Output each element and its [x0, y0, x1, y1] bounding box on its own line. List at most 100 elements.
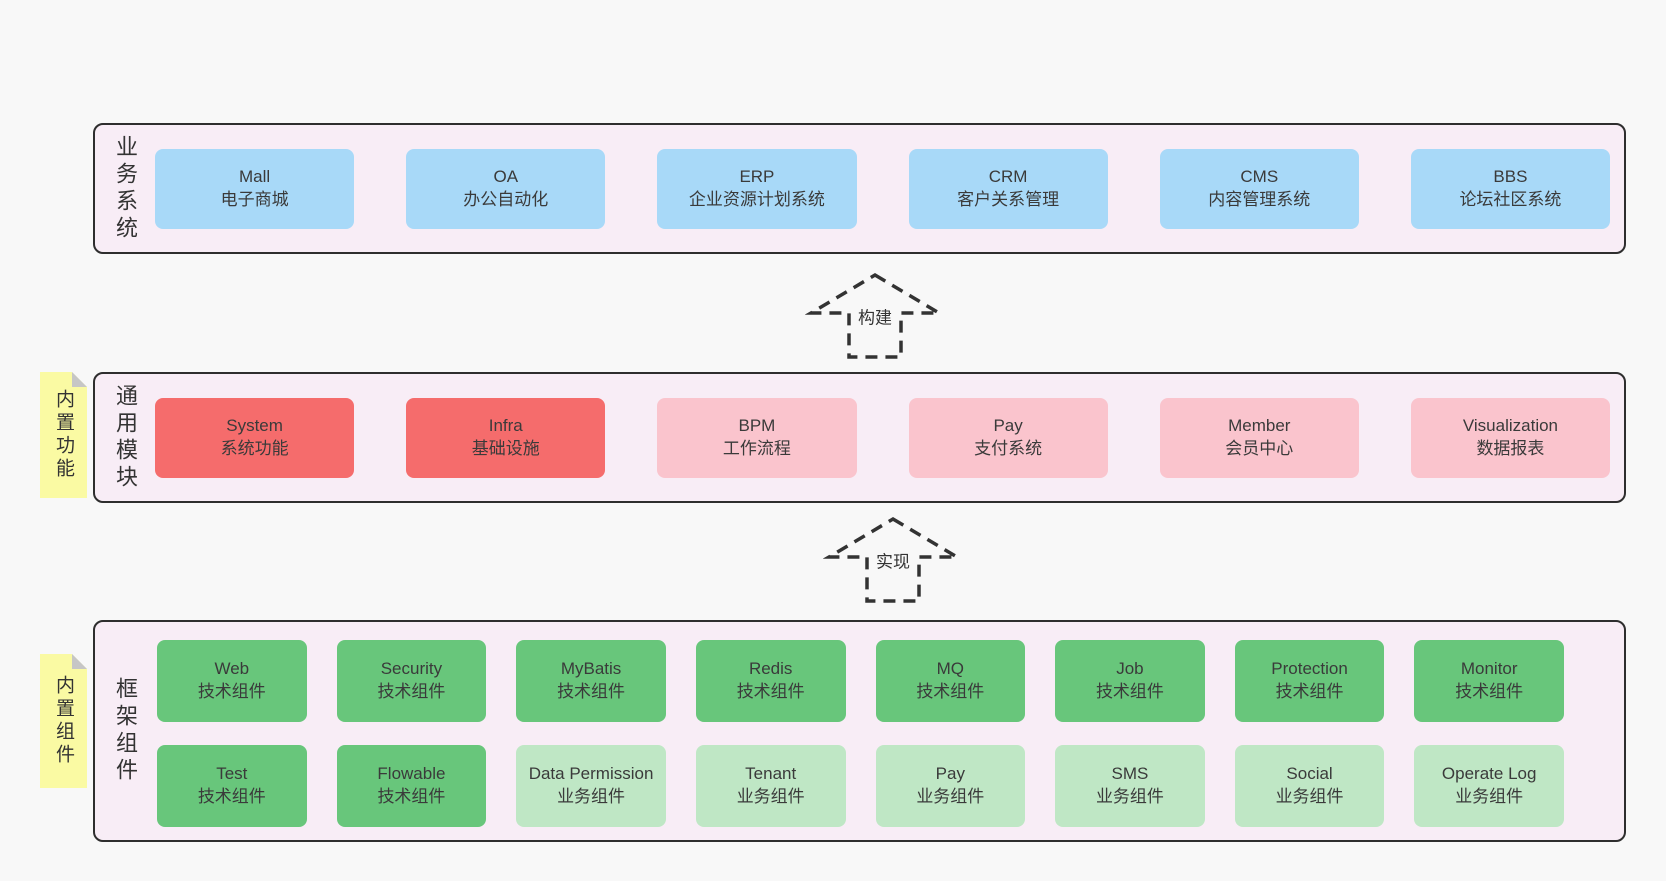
box-bpm: BPM 工作流程: [657, 397, 857, 478]
box-sms-zh: 业务组件: [1095, 787, 1164, 806]
box-erp-en: ERP: [739, 166, 775, 186]
box-mybatis-zh: 技术组件: [557, 682, 626, 701]
box-crm-zh: 客户关系管理: [957, 189, 1060, 209]
box-protection: Protection 技术组件: [1234, 640, 1385, 722]
box-bbs-zh: 论坛社区系统: [1459, 189, 1562, 209]
box-monitor: Monitor 技术组件: [1414, 640, 1564, 722]
box-protection-zh: 技术组件: [1275, 682, 1344, 701]
box-member-en: Member: [1228, 415, 1291, 435]
box-protection-en: Protection: [1271, 659, 1348, 679]
box-oa-en: OA: [493, 166, 519, 186]
box-sms-en: SMS: [1111, 764, 1149, 784]
box-redis-en: Redis: [748, 659, 793, 679]
box-bbs: BBS 论坛社区系统: [1410, 148, 1611, 229]
box-test-zh: 技术组件: [197, 787, 266, 806]
box-operate-log-en: Operate Log: [1441, 764, 1537, 784]
box-visualization-en: Visualization: [1462, 415, 1559, 435]
box-pay-module: Pay 支付系统: [908, 397, 1108, 478]
box-member-zh: 会员中心: [1225, 438, 1294, 458]
arrow-build-label: 构建: [855, 302, 895, 330]
box-tenant-zh: 业务组件: [736, 787, 805, 806]
box-mall-en: Mall: [239, 166, 271, 186]
box-crm-en: CRM: [988, 166, 1028, 186]
box-data-permission-en: Data Permission: [528, 764, 654, 784]
box-erp-zh: 企业资源计划系统: [688, 189, 825, 209]
box-mybatis-en: MyBatis: [560, 659, 622, 679]
box-flowable-en: Flowable: [377, 764, 446, 784]
box-tenant: Tenant 业务组件: [695, 745, 846, 827]
box-social-zh: 业务组件: [1275, 787, 1344, 806]
box-data-permission: Data Permission 业务组件: [516, 745, 666, 827]
box-cms: CMS 内容管理系统: [1159, 148, 1359, 229]
sticky-note-built-in-features: 内置功能: [40, 372, 87, 498]
box-visualization-zh: 数据报表: [1476, 438, 1545, 458]
box-web-en: Web: [214, 659, 250, 679]
box-operate-log: Operate Log 业务组件: [1414, 745, 1564, 827]
box-crm: CRM 客户关系管理: [908, 148, 1108, 229]
box-mall: Mall 电子商城: [155, 148, 355, 229]
band-common-modules-row: System 系统功能 Infra 基础设施 BPM 工作流程 Pay 支付系统…: [155, 374, 1624, 501]
box-cms-zh: 内容管理系统: [1208, 189, 1311, 209]
box-system-zh: 系统功能: [220, 438, 289, 458]
box-test-en: Test: [216, 764, 248, 784]
box-erp: ERP 企业资源计划系统: [657, 148, 857, 229]
box-oa-zh: 办公自动化: [463, 189, 549, 209]
box-bbs-en: BBS: [1493, 166, 1528, 186]
box-oa: OA 办公自动化: [406, 148, 606, 229]
box-infra-en: Infra: [488, 415, 523, 435]
box-monitor-zh: 技术组件: [1455, 682, 1524, 701]
band-framework-components-label: 框架组件: [113, 677, 138, 785]
arrow-build: 构建: [805, 270, 945, 362]
box-system: System 系统功能: [155, 397, 355, 478]
band-common-modules-label: 通用模块: [113, 383, 138, 492]
sticky-note-fold-icon: [72, 654, 87, 669]
box-flowable-zh: 技术组件: [377, 787, 446, 806]
box-bpm-zh: 工作流程: [722, 438, 791, 458]
box-security-zh: 技术组件: [377, 682, 446, 701]
arrow-implement-label: 实现: [873, 546, 913, 574]
band-business-systems-label: 业务系统: [113, 134, 138, 243]
box-security: Security 技术组件: [336, 640, 487, 722]
box-mq: MQ 技术组件: [875, 640, 1026, 722]
band-business-systems: 业务系统 Mall 电子商城 OA 办公自动化 ERP 企业资源计划系统 CRM…: [93, 123, 1626, 254]
box-infra-zh: 基础设施: [471, 438, 540, 458]
box-member: Member 会员中心: [1159, 397, 1359, 478]
box-web: Web 技术组件: [157, 640, 307, 722]
arrow-build-shape: [805, 272, 945, 359]
box-data-permission-zh: 业务组件: [557, 787, 626, 806]
box-job-en: Job: [1116, 659, 1144, 679]
band-business-systems-row: Mall 电子商城 OA 办公自动化 ERP 企业资源计划系统 CRM 客户关系…: [155, 125, 1624, 252]
band-framework-components: 框架组件 Web 技术组件 Security 技术组件 MyBatis 技术组件…: [93, 620, 1626, 842]
arrow-implement-shape: [823, 516, 963, 603]
sticky-note-fold-icon: [72, 372, 87, 387]
sticky-note-built-in-components: 内置组件: [40, 654, 87, 788]
box-monitor-en: Monitor: [1460, 659, 1518, 679]
box-web-zh: 技术组件: [197, 682, 266, 701]
box-job-zh: 技术组件: [1095, 682, 1164, 701]
box-security-en: Security: [380, 659, 443, 679]
box-job: Job 技术组件: [1055, 640, 1205, 722]
box-mq-en: MQ: [936, 659, 964, 679]
box-pay-component-en: Pay: [935, 764, 965, 784]
box-mq-zh: 技术组件: [916, 682, 985, 701]
box-flowable: Flowable 技术组件: [336, 745, 487, 827]
box-tenant-en: Tenant: [745, 764, 797, 784]
box-sms: SMS 业务组件: [1055, 745, 1205, 827]
box-visualization: Visualization 数据报表: [1410, 397, 1611, 478]
band-framework-components-grid: Web 技术组件 Security 技术组件 MyBatis 技术组件 Redi…: [155, 622, 1624, 840]
box-test: Test 技术组件: [157, 745, 307, 827]
box-pay-component: Pay 业务组件: [875, 745, 1026, 827]
box-redis: Redis 技术组件: [695, 640, 846, 722]
box-redis-zh: 技术组件: [736, 682, 805, 701]
box-mall-zh: 电子商城: [220, 189, 289, 209]
box-pay-module-en: Pay: [993, 415, 1023, 435]
box-infra: Infra 基础设施: [406, 397, 606, 478]
arrow-implement: 实现: [823, 514, 963, 606]
box-operate-log-zh: 业务组件: [1455, 787, 1524, 806]
box-pay-module-zh: 支付系统: [974, 438, 1043, 458]
box-social-en: Social: [1286, 764, 1333, 784]
box-cms-en: CMS: [1240, 166, 1279, 186]
box-system-en: System: [226, 415, 283, 435]
box-social: Social 业务组件: [1234, 745, 1385, 827]
